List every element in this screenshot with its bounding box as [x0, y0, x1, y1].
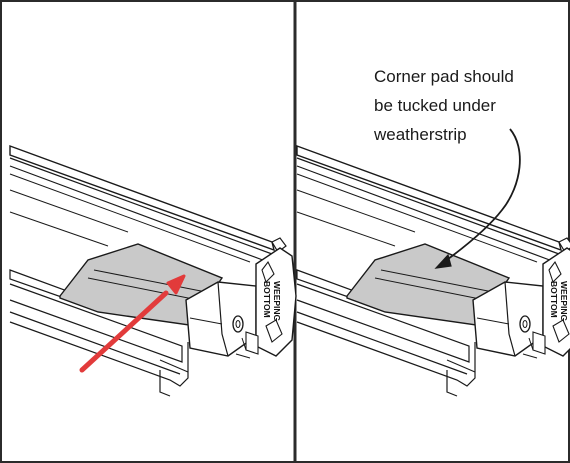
callout-line-1: Corner pad should	[374, 67, 514, 86]
left-part-tag-line1: WEEPING	[272, 281, 282, 322]
red-arrowhead-icon	[166, 274, 186, 295]
leader-arrow	[443, 128, 521, 263]
right-part-tag-line2: BOTTOM	[549, 281, 559, 318]
leader-arrowhead-icon	[434, 253, 452, 269]
left-part-tag-line2: BOTTOM	[262, 281, 272, 318]
right-part-tag-line1: WEEPING	[559, 281, 569, 322]
left-panel: WEEPING BOTTOM	[9, 145, 297, 397]
right-panel: WEEPING BOTTOM Corner pad should be tuck…	[296, 67, 570, 397]
callout-line-2: be tucked under	[374, 96, 496, 115]
callout-line-3: weatherstrip	[373, 125, 467, 144]
red-pointer-arrow	[79, 290, 169, 373]
